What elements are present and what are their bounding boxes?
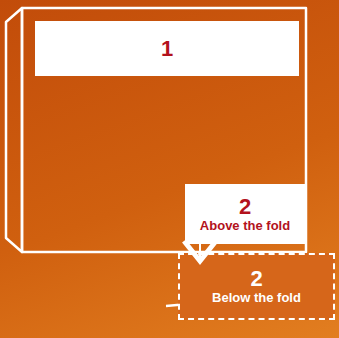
banner-box: 1 bbox=[35, 21, 299, 76]
below-fold-box: 2Below the fold bbox=[178, 253, 335, 320]
arrow-line bbox=[199, 244, 201, 261]
callout-number: 2 bbox=[239, 196, 251, 218]
fold-arrow bbox=[184, 241, 216, 261]
arrow-head bbox=[184, 241, 216, 261]
monitor-screen bbox=[22, 8, 306, 252]
callout-number: 2 bbox=[250, 268, 262, 290]
callout-number: 1 bbox=[161, 38, 173, 60]
above-fold-box: 2Above the fold bbox=[185, 184, 305, 244]
monitor-side bbox=[6, 8, 22, 252]
fold-label: Above the fold bbox=[200, 218, 290, 233]
fold-label: Below the fold bbox=[212, 290, 301, 305]
